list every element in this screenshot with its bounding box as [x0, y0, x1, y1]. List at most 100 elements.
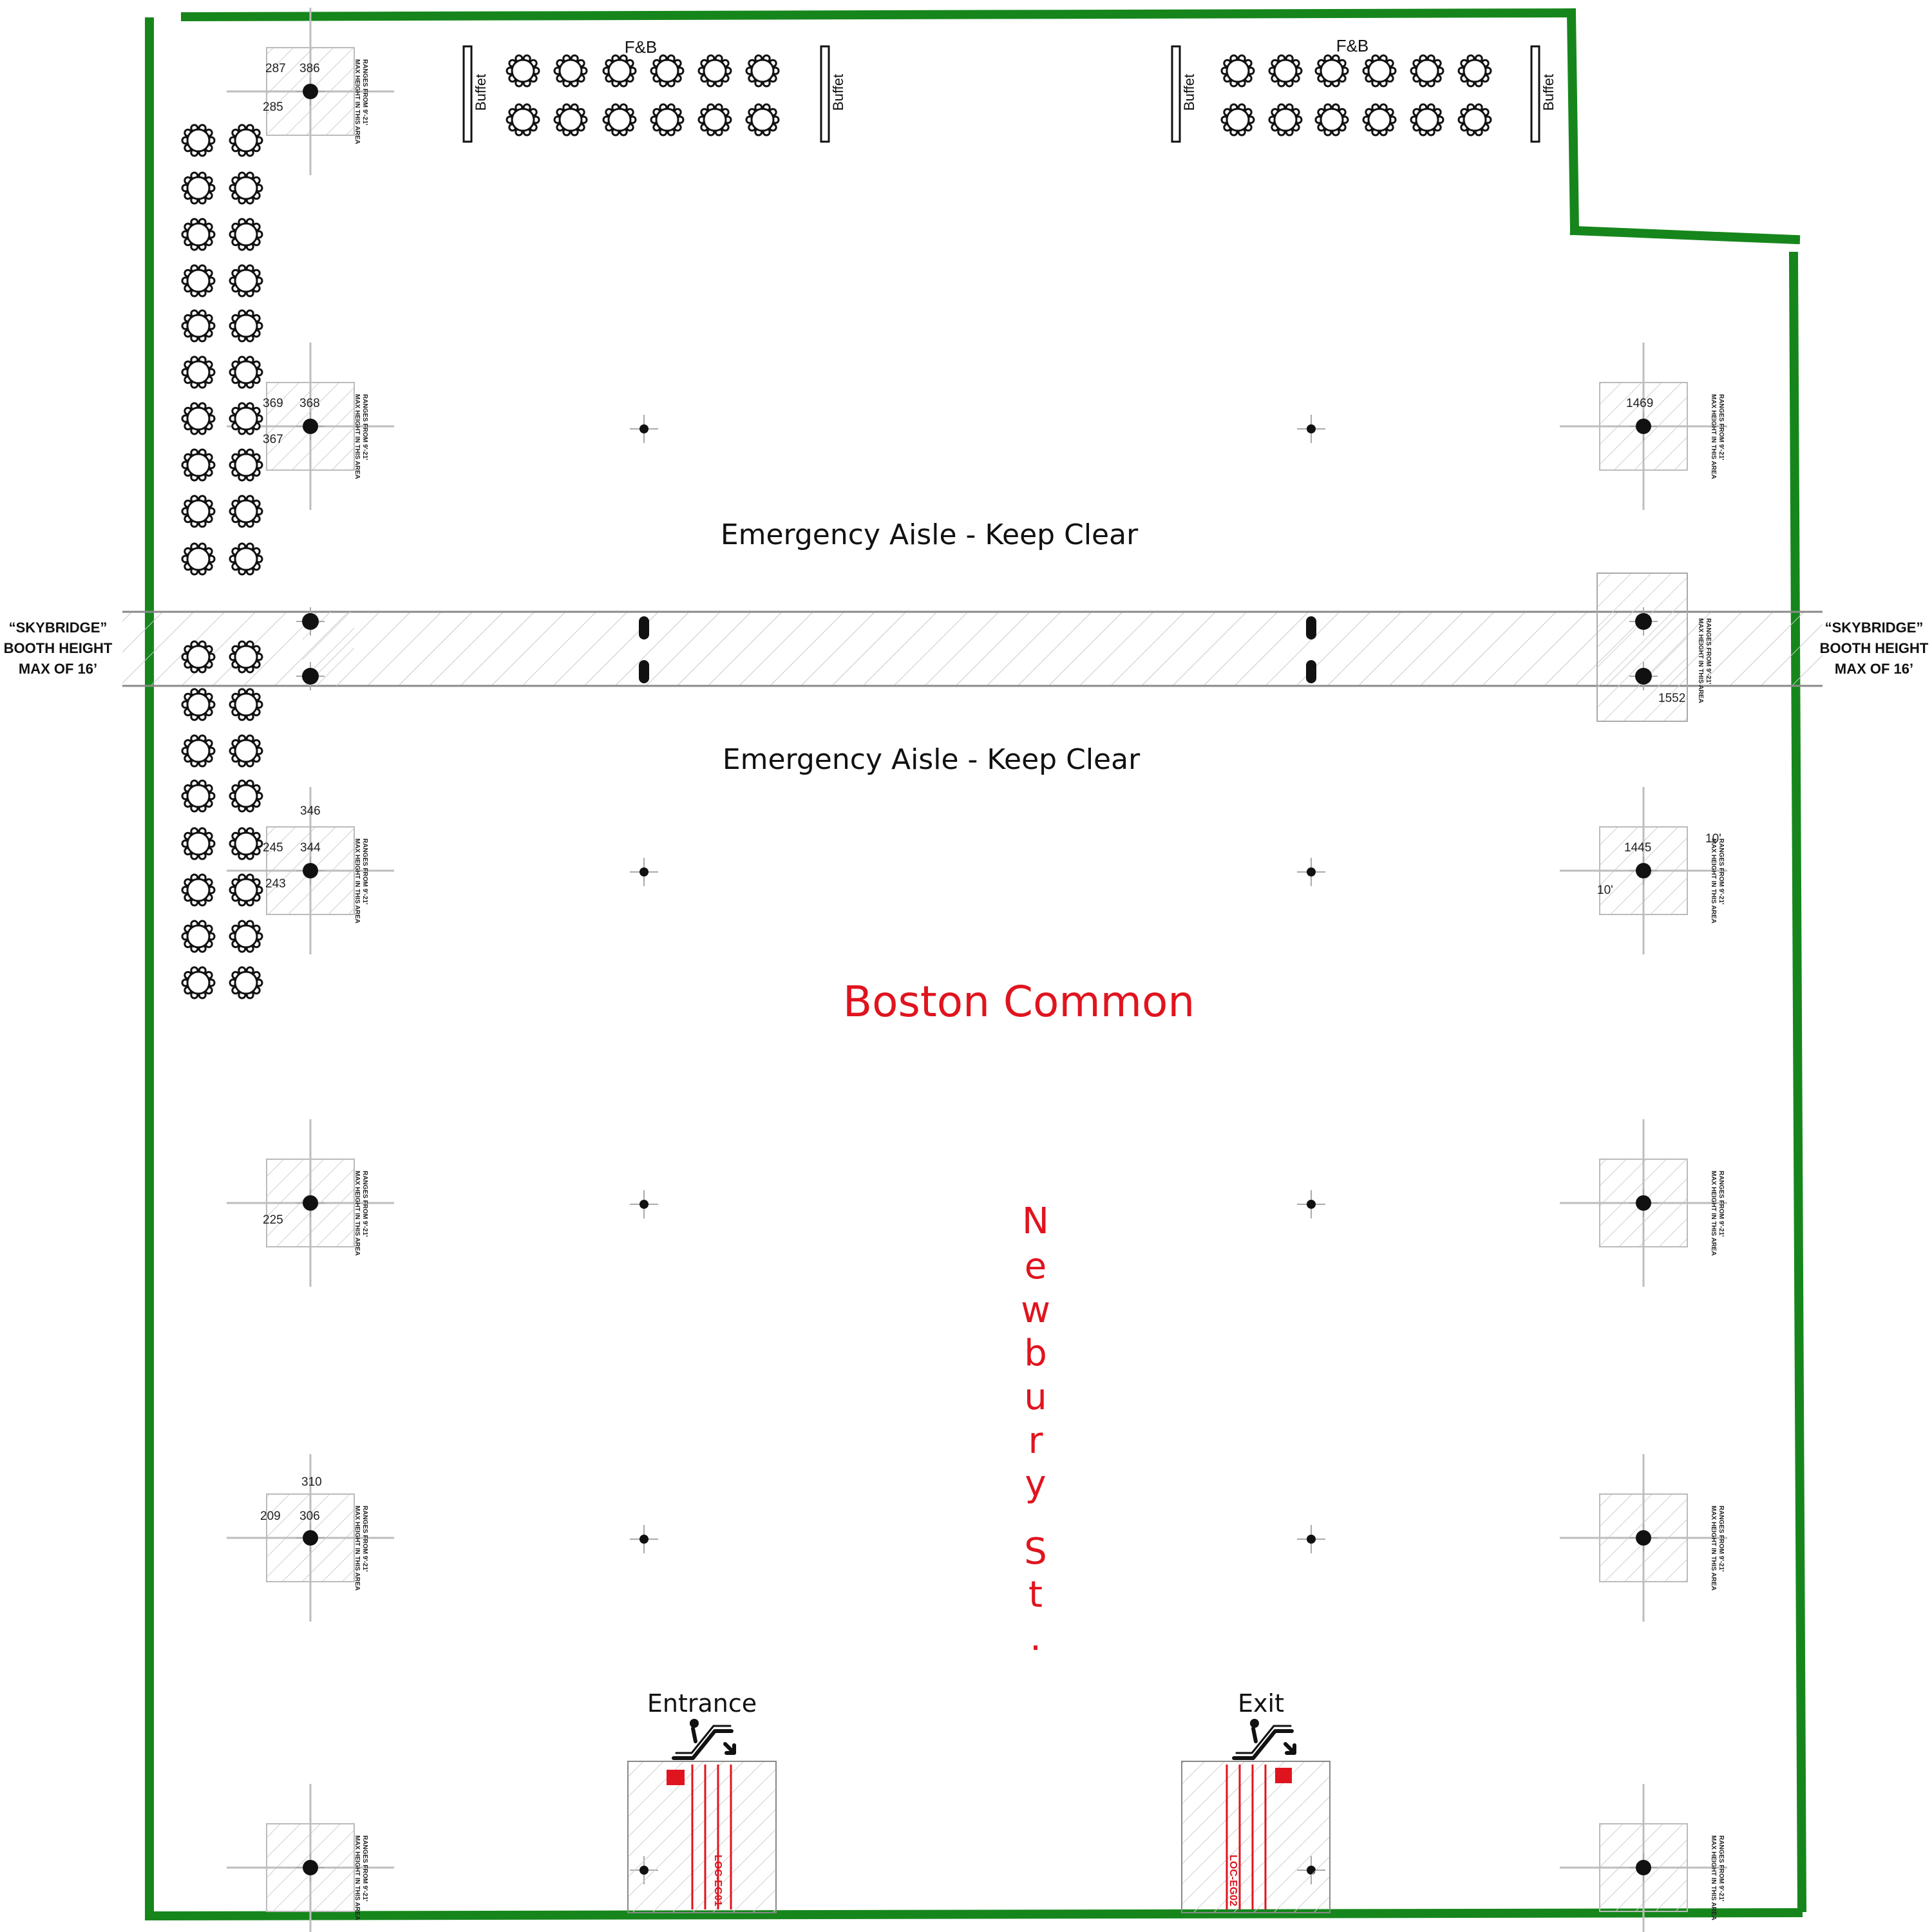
booth-368: 368: [299, 397, 320, 410]
booth-310: 310: [301, 1475, 322, 1489]
round-table-icon: [229, 355, 263, 389]
round-table-icon: [229, 402, 263, 435]
svg-text:MAX HEIGHT IN THIS AREA: MAX HEIGHT IN THIS AREA: [1710, 394, 1717, 479]
svg-text:BOOTH HEIGHT: BOOTH HEIGHT: [4, 640, 113, 656]
round-table-icon: [1410, 54, 1444, 88]
round-table-icon: [506, 103, 540, 137]
round-table-icon: [181, 355, 216, 389]
booth-367: 367: [263, 433, 283, 446]
round-table-icon: [229, 640, 263, 674]
booth-306: 306: [299, 1510, 320, 1523]
booth-285: 285: [263, 100, 283, 114]
structural-column-icon: [1297, 1190, 1325, 1218]
street-letter: t: [1028, 1574, 1043, 1616]
svg-text:MAX HEIGHT IN THIS AREA: MAX HEIGHT IN THIS AREA: [1710, 1171, 1717, 1256]
booth-number-labels: 287 386 285 369 368 367 1469 1552 346 24…: [260, 62, 1721, 1523]
entrance-label: Entrance: [647, 1689, 757, 1718]
skybridge-label-left: “SKYBRIDGE” BOOTH HEIGHT MAX OF 16’: [4, 620, 113, 677]
round-table-icon: [602, 54, 637, 88]
round-table-icon: [181, 966, 216, 999]
structural-column-icon: [1297, 858, 1325, 886]
street-letter: u: [1024, 1376, 1047, 1418]
structural-column-icon: [1306, 616, 1316, 639]
svg-text:MAX HEIGHT IN THIS AREA: MAX HEIGHT IN THIS AREA: [354, 1171, 361, 1256]
structural-column-icon: [296, 77, 325, 106]
round-table-icon: [229, 779, 263, 813]
svg-text:RANGES FROM 9'-21': RANGES FROM 9'-21': [1718, 1835, 1725, 1902]
escalator-icon: [672, 1719, 736, 1760]
round-table-icon: [229, 688, 263, 721]
structural-column-icon: [296, 1853, 325, 1882]
round-table-icon: [229, 448, 263, 482]
structural-column-icon: [296, 607, 325, 636]
buffet-label-3: Buffet: [1181, 74, 1197, 111]
round-table-icon: [506, 54, 540, 88]
svg-text:MAX HEIGHT IN THIS AREA: MAX HEIGHT IN THIS AREA: [354, 394, 361, 479]
svg-text:RANGES FROM 9'-21': RANGES FROM 9'-21': [1705, 618, 1712, 685]
round-table-icon: [229, 873, 263, 907]
exit-escalator[interactable]: Exit LOC-EG02: [1181, 1689, 1331, 1913]
structural-column-icon: [296, 857, 325, 885]
round-table-icon: [229, 542, 263, 576]
round-table-icon: [181, 640, 216, 674]
round-table-icon: [650, 103, 685, 137]
round-table-icon: [181, 448, 216, 482]
round-table-icon: [181, 920, 216, 953]
street-letter: N: [1022, 1200, 1049, 1242]
svg-text:MAX HEIGHT IN THIS AREA: MAX HEIGHT IN THIS AREA: [1710, 838, 1717, 923]
svg-text:RANGES FROM 9'-21': RANGES FROM 9'-21': [1718, 838, 1725, 905]
booth-386: 386: [299, 62, 320, 75]
round-table-icon: [181, 264, 216, 298]
round-table-icon: [1457, 103, 1492, 137]
structural-column-icon: [1629, 857, 1658, 885]
round-table-icon: [181, 402, 216, 435]
round-table-icon: [650, 54, 685, 88]
exit-label: Exit: [1238, 1689, 1284, 1718]
svg-text:RANGES FROM 9'-21': RANGES FROM 9'-21': [361, 1835, 368, 1902]
round-table-icon: [229, 966, 263, 999]
round-table-icon: [553, 103, 588, 137]
round-table-icon: [1220, 54, 1255, 88]
structural-column-icon: [1629, 1853, 1658, 1882]
structural-column-icon: [639, 660, 649, 683]
structural-column-icon: [630, 1190, 658, 1218]
booth-245: 245: [263, 841, 283, 855]
svg-text:MAX HEIGHT IN THIS AREA: MAX HEIGHT IN THIS AREA: [354, 838, 361, 923]
round-table-icon: [1362, 54, 1397, 88]
street-letter: y: [1025, 1463, 1046, 1505]
booth-346: 346: [300, 804, 321, 818]
svg-text:RANGES FROM 9'-21': RANGES FROM 9'-21': [361, 1506, 368, 1572]
area-name-label: Boston Common: [843, 977, 1195, 1027]
structural-column-icon: [1629, 1524, 1658, 1552]
svg-text:RANGES FROM 9'-21': RANGES FROM 9'-21': [361, 59, 368, 126]
entrance-escalator[interactable]: Entrance LOC-EG01: [627, 1689, 777, 1913]
svg-text:MAX OF 16’: MAX OF 16’: [19, 661, 97, 677]
round-table-icon: [1410, 103, 1444, 137]
round-table-icon: [697, 103, 732, 137]
round-table-icon: [1220, 103, 1255, 137]
svg-text:“SKYBRIDGE”: “SKYBRIDGE”: [9, 620, 108, 636]
structural-column-icon: [630, 858, 658, 886]
emergency-aisle-lower: Emergency Aisle - Keep Clear: [723, 743, 1141, 776]
round-table-icon: [745, 54, 780, 88]
booth-blocks: [227, 8, 1727, 1932]
street-letter: .: [1030, 1617, 1041, 1659]
round-table-icon: [229, 264, 263, 298]
buffet-label-2: Buffet: [830, 74, 846, 111]
round-table-icon: [181, 688, 216, 721]
fnb-label-left: F&B: [625, 37, 658, 57]
street-letter: e: [1025, 1245, 1046, 1287]
round-table-icon: [229, 309, 263, 343]
booth-dim-10b: 10': [1597, 884, 1613, 897]
round-table-icon: [229, 171, 263, 205]
svg-text:MAX HEIGHT IN THIS AREA: MAX HEIGHT IN THIS AREA: [354, 59, 361, 144]
svg-text:MAX HEIGHT IN THIS AREA: MAX HEIGHT IN THIS AREA: [354, 1835, 361, 1920]
